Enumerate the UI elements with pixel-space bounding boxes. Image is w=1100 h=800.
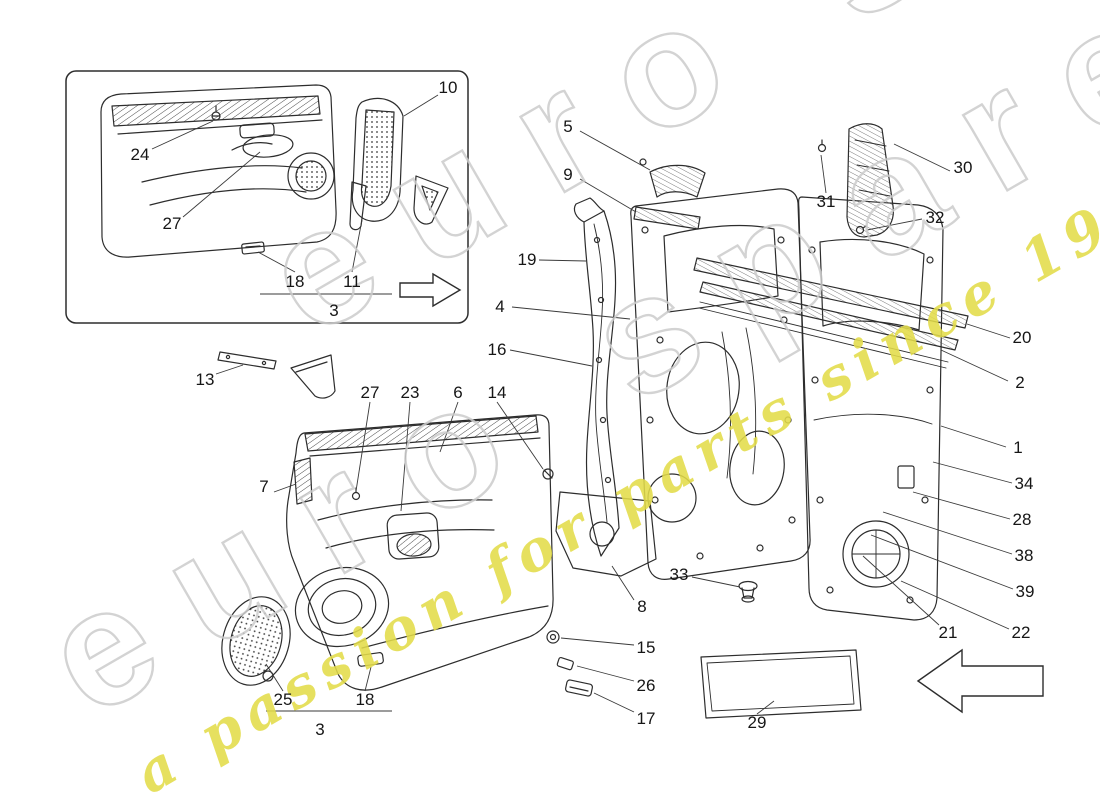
main-direction-arrow: [916, 648, 1044, 714]
leader-lines: [151, 94, 1014, 715]
courtesy-lamp-drawing: [241, 241, 265, 255]
screw-icon: [855, 225, 867, 235]
speaker-grille-drawing: [221, 596, 291, 686]
inset-box: [65, 70, 469, 324]
inset-direction-arrow: [399, 272, 462, 308]
insulation-pad-drawing: [555, 491, 657, 577]
sound-deadening-sheet-drawing: [700, 649, 862, 719]
screw-icon: [211, 105, 221, 121]
door-structure-drawing: [573, 158, 944, 621]
screw-icon: [817, 139, 827, 153]
inset-door-trim-drawing: [100, 84, 337, 258]
door-trim-panel-drawing: [217, 351, 594, 697]
weatherstrip-drawing: [693, 257, 969, 369]
part-10-trim-drawing: [349, 97, 449, 231]
